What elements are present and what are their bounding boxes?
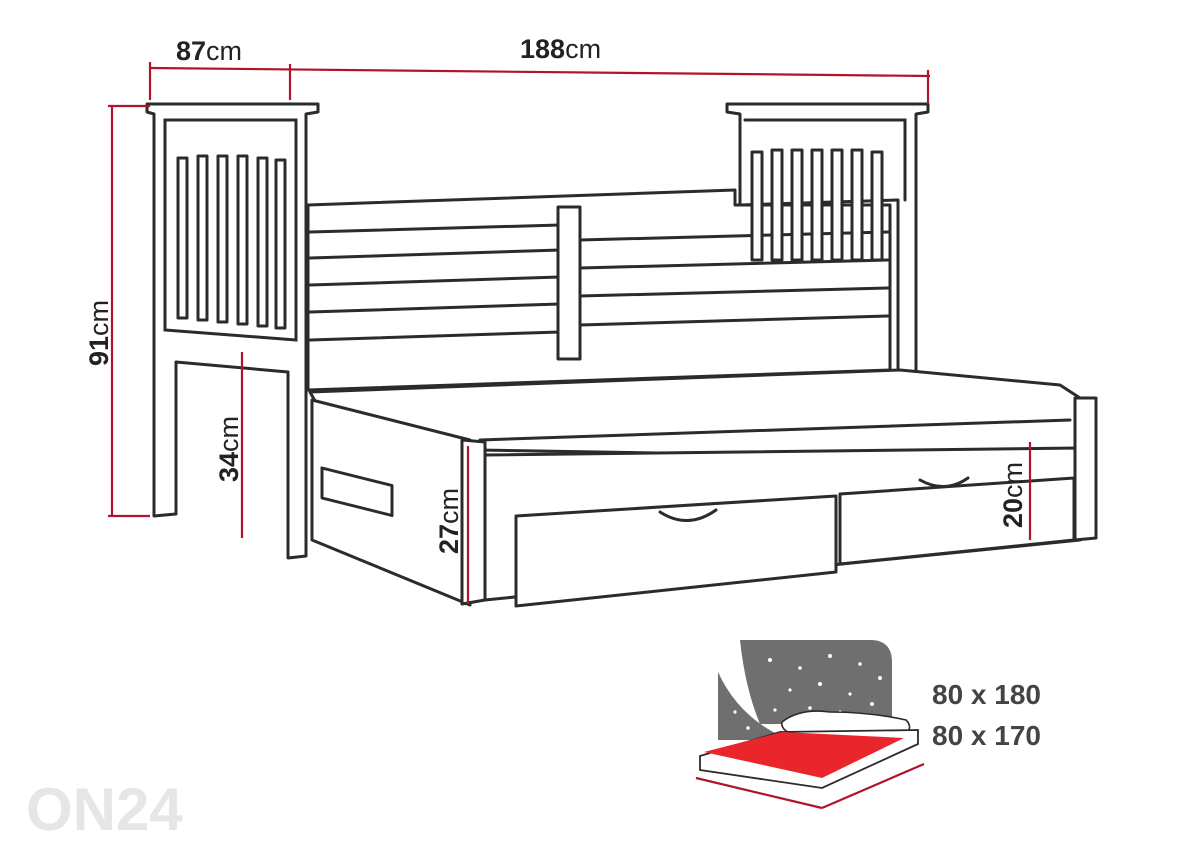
mattress-icon [695, 640, 925, 810]
star-icon [733, 654, 882, 730]
bed-illustration [145, 102, 1098, 608]
watermark-logo: ON24 [26, 776, 183, 843]
night-sky [740, 640, 892, 724]
drawer-left [514, 494, 838, 608]
headboard-right-slats [750, 148, 884, 262]
height-label: 91cm [84, 300, 114, 366]
mattress-size-1: 80 x 180 [932, 679, 1041, 710]
seat-height-label: 34cm [214, 416, 244, 482]
mattress-size-2: 80 x 170 [932, 720, 1041, 751]
depth-label: 87cm [176, 36, 242, 66]
mattress-top [704, 732, 904, 778]
trundle-height-label: 27cm [434, 488, 464, 554]
length-label: 188cm [520, 34, 601, 64]
headboard-left-slats [176, 154, 287, 330]
dimension-lines [108, 62, 1032, 604]
drawer-right [838, 476, 1076, 566]
drawer-height-label: 20cm [998, 462, 1028, 528]
